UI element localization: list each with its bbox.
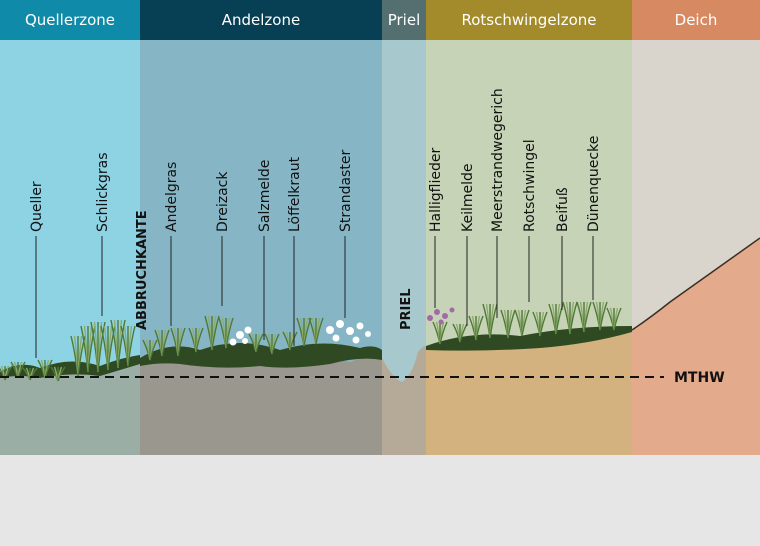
grass-blade xyxy=(599,301,608,331)
grass-blade xyxy=(127,325,136,367)
vegetation-strip-quellerzone xyxy=(0,355,140,378)
halligflieder-flowers xyxy=(427,307,455,325)
dike-slope-line xyxy=(631,237,760,331)
grass-blade xyxy=(211,315,220,351)
soil-andelzone xyxy=(140,356,382,455)
grass-blade xyxy=(177,327,186,357)
salt-marsh-zonation-diagram: Quellerzone Andelzone Priel Rotschwingel… xyxy=(0,0,760,455)
plant-label-rotschwingel: Rotschwingel xyxy=(522,139,538,302)
soil-deich xyxy=(632,238,760,455)
soil-priel xyxy=(382,346,426,455)
plant-name: Löffelkraut xyxy=(287,156,303,232)
plant-label-beifuss: Beifuß xyxy=(555,187,571,310)
plant-label-loeffelkraut: Löffelkraut xyxy=(287,156,303,346)
grass-blade xyxy=(117,319,126,369)
zone-label-andelzone: Andelzone xyxy=(221,11,301,29)
plant-name: Salzmelde xyxy=(257,160,273,232)
grass-blade xyxy=(583,301,592,333)
grass-blade xyxy=(29,367,38,381)
grass-blade xyxy=(613,307,622,331)
grass-blade xyxy=(149,339,158,361)
plant-name: Schlickgras xyxy=(95,152,111,232)
soil-quellerzone xyxy=(0,362,140,455)
plant-name: Beifuß xyxy=(555,187,571,232)
plant-label-dreizack: Dreizack xyxy=(215,171,231,306)
grass-blade xyxy=(521,309,530,337)
plant-label-strandaster: Strandaster xyxy=(338,150,354,318)
plant-label-halligflieder: Halligflieder xyxy=(428,148,444,308)
plant-label-schlickgras: Schlickgras xyxy=(95,152,111,316)
grass-blade xyxy=(161,329,170,357)
plant-name: Rotschwingel xyxy=(522,139,538,232)
grass-blade xyxy=(77,335,86,377)
plant-label-duenenquecke: Dünenquecke xyxy=(586,136,602,300)
salzmelde-flowers xyxy=(229,326,252,346)
plant-name: Queller xyxy=(29,181,45,232)
grass-blade xyxy=(4,365,13,381)
zone-label-deich: Deich xyxy=(674,11,718,29)
zone-header-quellerzone: Quellerzone xyxy=(0,0,140,40)
priel-marker-label: PRIEL xyxy=(399,288,414,330)
grass-blade xyxy=(507,309,516,339)
grass-blade xyxy=(107,325,116,371)
plant-name: Keilmelde xyxy=(460,163,476,232)
grass-blade xyxy=(439,321,448,345)
plant-name: Halligflieder xyxy=(428,148,444,232)
zone-label-rotschwingelzone: Rotschwingelzone xyxy=(461,11,597,29)
plant-label-keilmelde: Keilmelde xyxy=(460,163,476,326)
soil-rotschwingelzone xyxy=(426,330,632,455)
grass-blade xyxy=(489,303,498,339)
grass-blade xyxy=(57,366,66,382)
grass-blade xyxy=(225,317,234,349)
grass-blade xyxy=(315,317,324,345)
marsh-cross-section: MTHW ABBRUCHKANTE PRIEL Queller Schlickg… xyxy=(0,40,760,455)
plant-label-andelgras: Andelgras xyxy=(164,162,180,326)
mthw-label: MTHW xyxy=(674,370,725,386)
grass-blade xyxy=(195,327,204,353)
zone-label-quellerzone: Quellerzone xyxy=(24,11,116,29)
grass-blade xyxy=(569,301,578,335)
plant-label-salzmelde: Salzmelde xyxy=(257,160,273,340)
zone-header-priel: Priel xyxy=(382,0,426,40)
plant-name: Meerstrandwegerich xyxy=(490,88,506,232)
plant-label-queller: Queller xyxy=(29,181,45,358)
grass-blade xyxy=(289,331,298,351)
vegetation-strip-andelzone xyxy=(140,343,382,368)
grass-tufts xyxy=(0,301,622,382)
grass-blade xyxy=(539,311,548,337)
plant-name: Dreizack xyxy=(215,171,231,232)
grass-blade xyxy=(97,321,106,373)
plant-name: Strandaster xyxy=(338,150,354,232)
grass-blade xyxy=(459,323,468,343)
grass-blade xyxy=(87,325,96,373)
abbruchkante-label: ABBRUCHKANTE xyxy=(135,210,150,330)
zone-label-priel: Priel xyxy=(387,11,421,29)
vegetation-strip-rotschwingelzone xyxy=(426,326,632,351)
grass-blade xyxy=(475,315,484,341)
zone-header-andelzone: Andelzone xyxy=(140,0,382,40)
zone-header-deich: Deich xyxy=(632,0,760,40)
grass-blade xyxy=(255,333,264,353)
zone-header-rotschwingelzone: Rotschwingelzone xyxy=(426,0,632,40)
strandaster-flowers xyxy=(326,320,371,344)
plant-name: Dünenquecke xyxy=(586,136,602,232)
grass-blade xyxy=(271,333,280,355)
plant-label-meerstrandwegerich: Meerstrandwegerich xyxy=(490,88,506,318)
plant-name: Andelgras xyxy=(164,162,180,232)
